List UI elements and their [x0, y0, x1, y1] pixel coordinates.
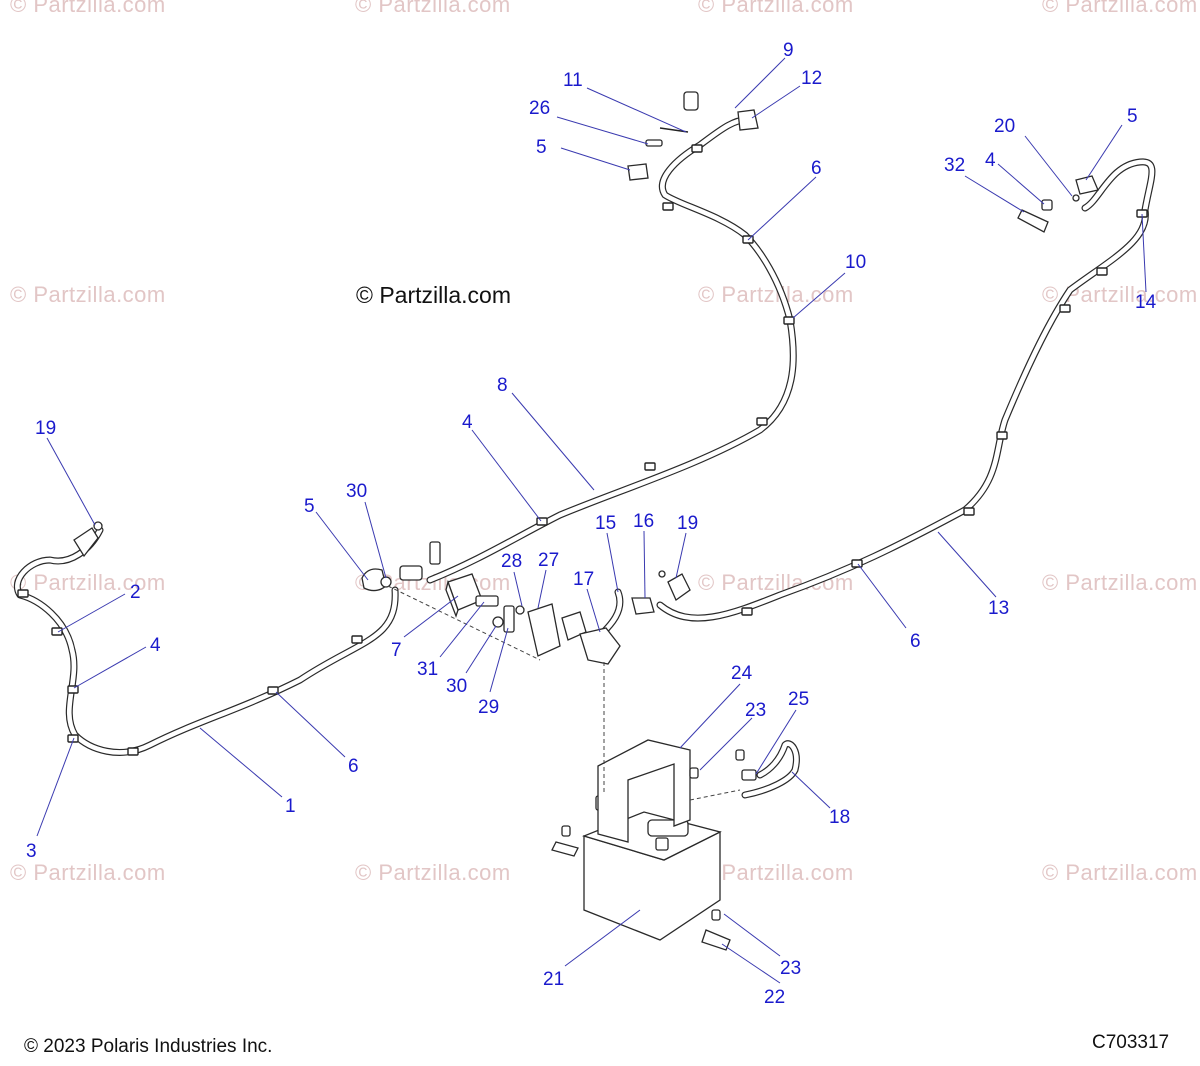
callout-4: 4	[462, 412, 473, 433]
nut-30-upper[interactable]	[380, 576, 392, 588]
terminal-boot-5-right[interactable]	[1075, 175, 1099, 195]
terminal-cover-17[interactable]	[579, 627, 621, 665]
cable-18[interactable]	[741, 740, 800, 799]
callout-4: 4	[985, 150, 996, 171]
callout-19: 19	[677, 513, 698, 534]
bracket-29[interactable]	[503, 605, 515, 633]
callout-5: 5	[304, 496, 315, 517]
callout-30: 30	[346, 481, 367, 502]
watermark: © Partzilla.com	[1042, 570, 1198, 595]
watermark: © Partzilla.com	[1042, 0, 1198, 17]
cable-1[interactable]	[13, 526, 399, 756]
watermark: © Partzilla.com	[355, 860, 511, 885]
watermark: © Partzilla.com	[1042, 860, 1198, 885]
callout-13: 13	[988, 598, 1009, 619]
callout-9: 9	[783, 40, 794, 61]
callout-32: 32	[944, 155, 965, 176]
callout-12: 12	[801, 68, 822, 89]
leader-lines	[36, 57, 1147, 984]
watermark: © Partzilla.com	[10, 282, 166, 307]
watermark: © Partzilla.com	[10, 0, 166, 17]
battery-hold-down-24[interactable]	[597, 739, 691, 843]
callout-25: 25	[788, 689, 809, 710]
callout-19: 19	[35, 418, 56, 439]
fuse-31[interactable]	[475, 595, 499, 607]
fuse-32[interactable]	[1017, 199, 1053, 233]
callout-23: 23	[780, 958, 801, 979]
callout-17: 17	[573, 569, 594, 590]
cable-13[interactable]	[656, 158, 1156, 622]
watermark: © Partzilla.com	[698, 860, 854, 885]
diagram-code: C703317	[1092, 1032, 1170, 1053]
callout-27: 27	[538, 550, 559, 571]
terminal-boot-5-top[interactable]	[627, 163, 649, 181]
nut-28[interactable]	[515, 605, 525, 615]
callout-5: 5	[536, 137, 547, 158]
callout-labels: 1 2 3 4 4 4 5 5 5 6 6 6 7 8 9 10 11 12 1…	[26, 40, 1157, 1008]
callout-6: 6	[348, 756, 359, 777]
callout-21: 21	[543, 969, 564, 990]
callout-22: 22	[764, 987, 785, 1008]
callout-30: 30	[446, 676, 467, 697]
watermark: © Partzilla.com	[355, 0, 511, 17]
terminal-boot-19-left[interactable]	[73, 521, 103, 558]
sensor-11[interactable]	[659, 91, 699, 133]
callout-31: 31	[417, 659, 438, 680]
watermark: © Partzilla.com	[10, 570, 166, 595]
callout-3: 3	[26, 841, 37, 862]
cable-clips	[17, 144, 1148, 756]
nut-30-lower[interactable]	[492, 616, 504, 628]
callout-6: 6	[811, 158, 822, 179]
callout-29: 29	[478, 697, 499, 718]
callout-5: 5	[1127, 106, 1138, 127]
callout-6: 6	[910, 631, 921, 652]
watermark: © Partzilla.com	[698, 0, 854, 17]
connector-12[interactable]	[737, 109, 759, 131]
callout-16: 16	[633, 511, 654, 532]
callout-4: 4	[150, 635, 161, 656]
bolt-23[interactable]	[561, 749, 745, 921]
terminal-boot-19-right[interactable]	[658, 570, 691, 601]
watermark: © Partzilla.com	[10, 860, 166, 885]
callout-8: 8	[497, 375, 508, 396]
assembly-lines	[387, 585, 741, 801]
cable-8[interactable]	[426, 116, 797, 584]
terminal-25[interactable]	[741, 769, 757, 781]
nut-20[interactable]	[1072, 194, 1080, 202]
callout-18: 18	[829, 807, 850, 828]
fuse-26[interactable]	[645, 139, 663, 147]
callout-14: 14	[1135, 292, 1157, 313]
connector-upper[interactable]	[399, 541, 441, 581]
callout-20: 20	[994, 116, 1015, 137]
callout-10: 10	[845, 252, 866, 273]
callout-26: 26	[529, 98, 550, 119]
fuse-holder-27[interactable]	[527, 603, 561, 657]
callout-11: 11	[563, 70, 583, 91]
relay-7[interactable]	[445, 573, 483, 618]
callout-2: 2	[130, 582, 141, 603]
callout-28: 28	[501, 551, 522, 572]
callout-15: 15	[595, 513, 616, 534]
callout-23: 23	[745, 700, 766, 721]
main-watermark: © Partzilla.com	[356, 282, 511, 308]
cable-end-16[interactable]	[631, 597, 655, 615]
copyright-text: © 2023 Polaris Industries Inc.	[24, 1036, 273, 1057]
callout-1: 1	[285, 796, 296, 817]
callout-24: 24	[731, 663, 753, 684]
callout-7: 7	[391, 640, 402, 661]
